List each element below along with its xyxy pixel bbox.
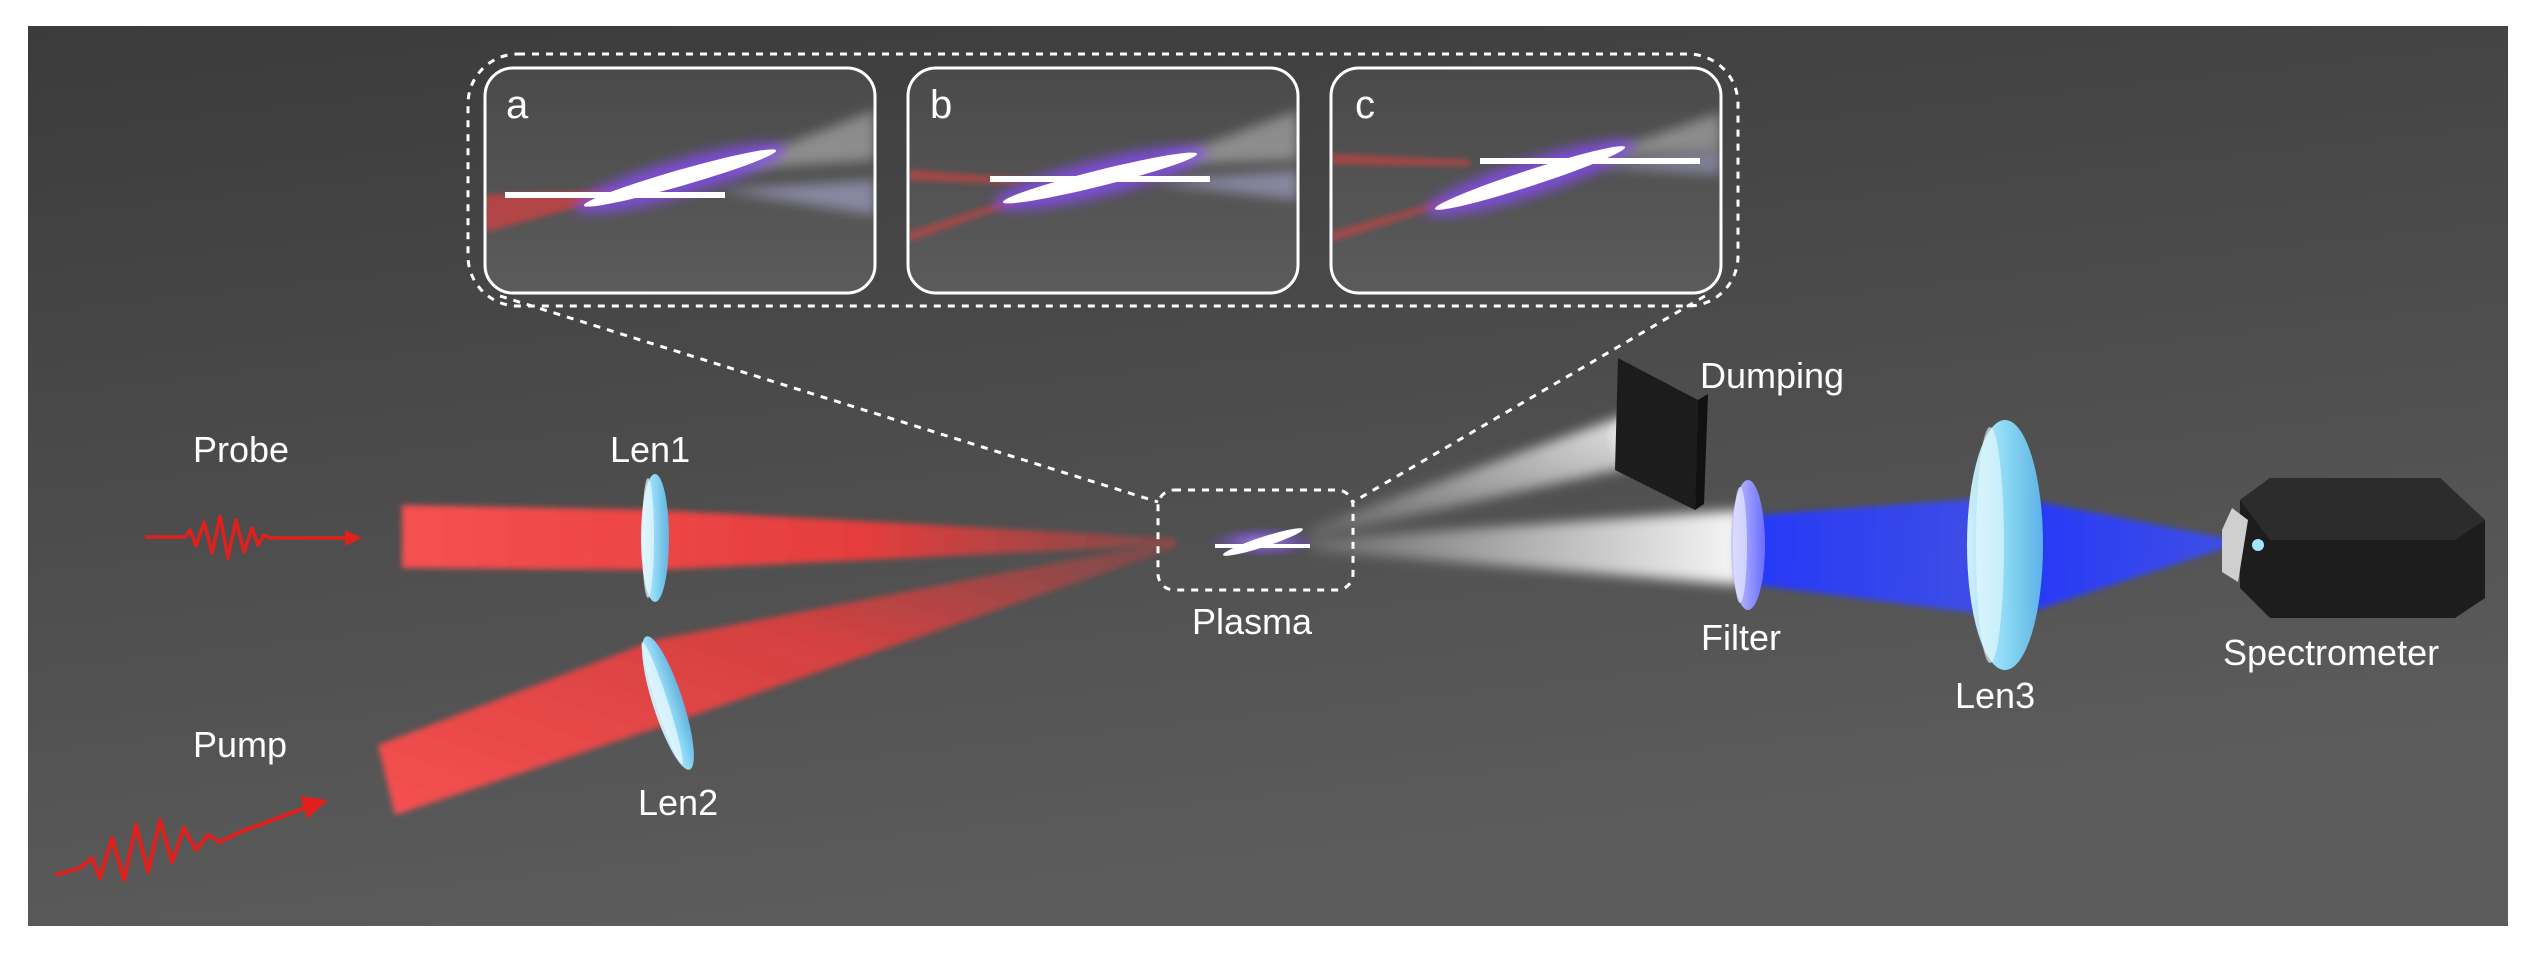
plasma-filament xyxy=(1223,528,1303,556)
filter-optic xyxy=(1731,480,1765,610)
len2-lens xyxy=(641,636,694,770)
beam-dump-block xyxy=(1615,358,1708,510)
pump-beam xyxy=(378,540,1175,815)
pump-label: Pump xyxy=(193,724,287,765)
len1-lens xyxy=(641,474,669,602)
inset-group-frame xyxy=(466,52,1740,308)
inset-a: a xyxy=(483,66,877,295)
dump-beam xyxy=(1310,410,1660,538)
inset-a-label: a xyxy=(506,83,529,127)
len3-label: Len3 xyxy=(1955,675,2035,716)
dumping-label: Dumping xyxy=(1700,355,1844,396)
blue-beam xyxy=(1755,498,1990,615)
probe-label: Probe xyxy=(193,429,289,470)
len1-label: Len1 xyxy=(610,429,690,470)
zoom-line-right xyxy=(1352,294,1706,504)
probe-beam xyxy=(402,505,1175,570)
len2-label: Len2 xyxy=(638,782,718,823)
transmitted-white-beam xyxy=(1310,510,1740,585)
blue-beam-focus xyxy=(2030,500,2225,612)
inset-b-label: b xyxy=(930,83,952,127)
filter-label: Filter xyxy=(1701,617,1781,658)
spectrometer-device xyxy=(2222,478,2485,618)
inset-b: b xyxy=(906,66,1300,295)
plasma-filament-2 xyxy=(1215,544,1310,548)
zoom-line-left xyxy=(499,294,1159,504)
inset-c: c xyxy=(1329,66,1723,295)
len3-lens xyxy=(1967,420,2043,670)
pump-pulse-icon xyxy=(54,796,328,882)
probe-pulse-icon xyxy=(145,514,362,560)
spectrometer-label: Spectrometer xyxy=(2223,632,2439,673)
inset-c-label: c xyxy=(1355,83,1375,127)
plasma-label: Plasma xyxy=(1192,601,1313,642)
